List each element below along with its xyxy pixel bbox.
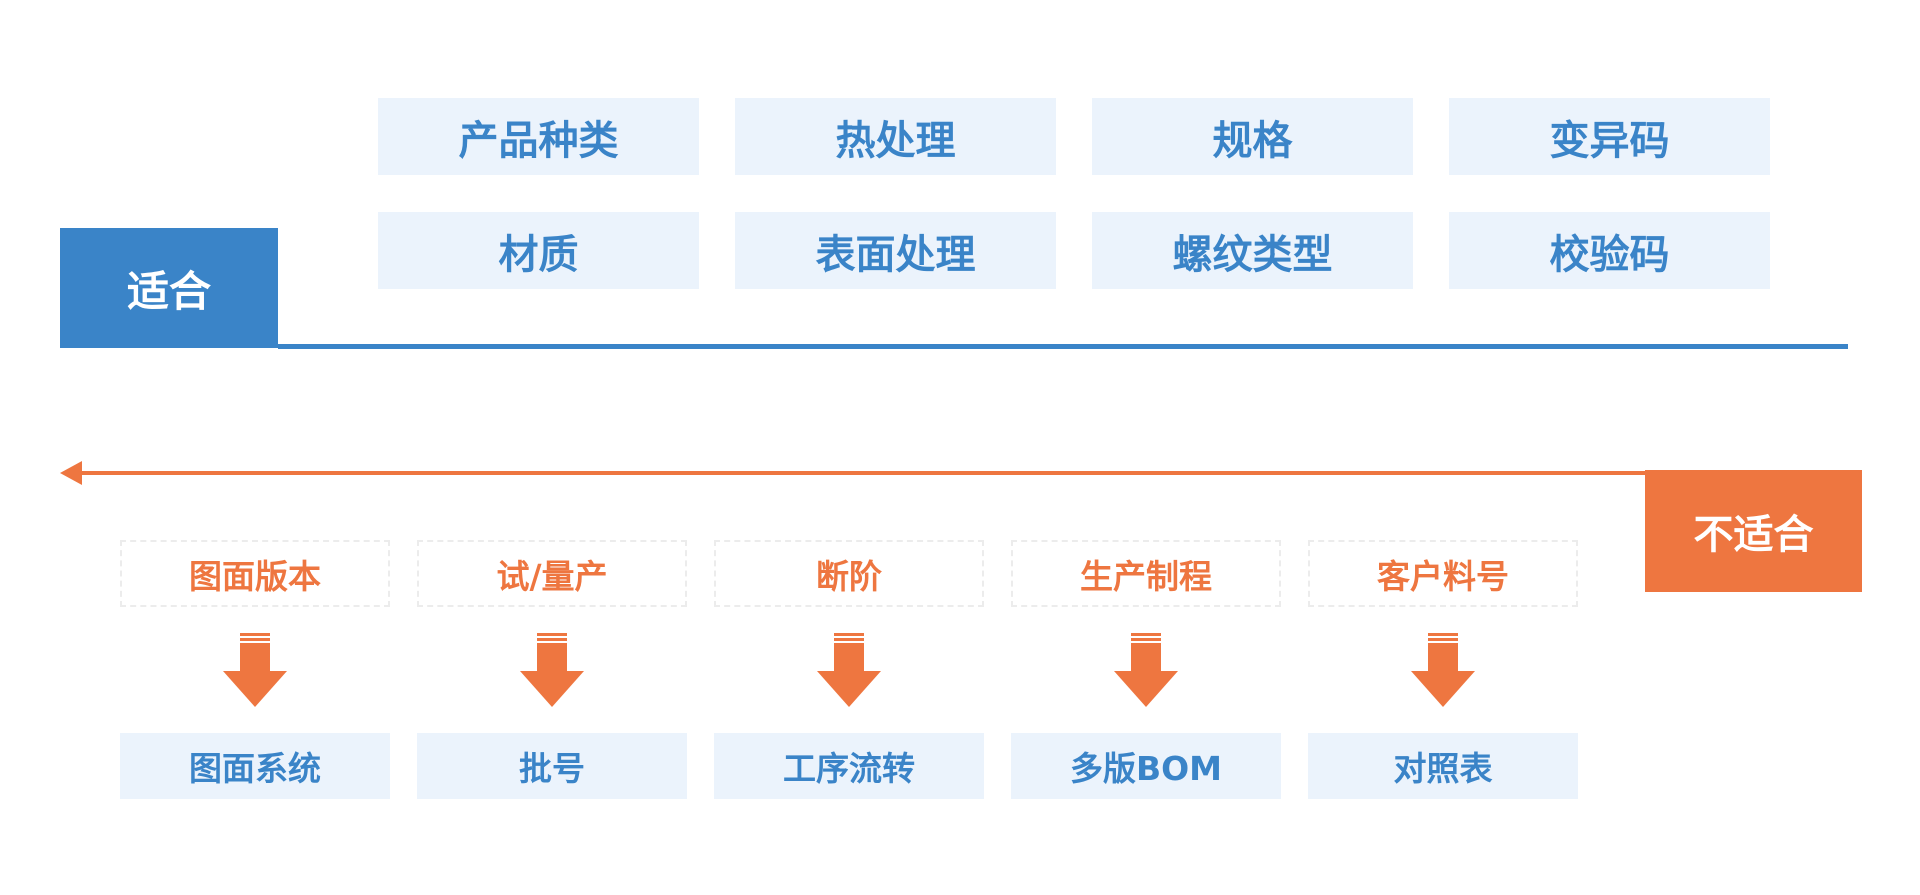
suitable-divider-line xyxy=(278,344,1848,349)
down-arrow-icon xyxy=(520,633,584,707)
down-arrow-icon xyxy=(223,633,287,707)
solution-mapping-table: 对照表 xyxy=(1308,733,1578,799)
suitable-item-thread-type: 螺纹类型 xyxy=(1092,212,1413,289)
suitable-item-product-type: 产品种类 xyxy=(378,98,699,175)
solution-multi-version-bom: 多版BOM xyxy=(1011,733,1281,799)
issue-break-step: 断阶 xyxy=(714,540,984,607)
down-arrow-icon xyxy=(1411,633,1475,707)
unsuitable-arrow-line xyxy=(80,471,1650,475)
suitable-item-heat-treatment: 热处理 xyxy=(735,98,1056,175)
suitable-item-variant-code: 变异码 xyxy=(1449,98,1770,175)
down-arrow-icon xyxy=(1114,633,1178,707)
solution-batch-number: 批号 xyxy=(417,733,687,799)
issue-customer-part-number: 客户料号 xyxy=(1308,540,1578,607)
solution-drawing-system: 图面系统 xyxy=(120,733,390,799)
issue-production-process: 生产制程 xyxy=(1011,540,1281,607)
suitable-item-check-code: 校验码 xyxy=(1449,212,1770,289)
issue-trial-mass-production: 试/量产 xyxy=(417,540,687,607)
down-arrow-icon xyxy=(817,633,881,707)
suitable-label: 适合 xyxy=(60,228,278,348)
suitable-item-surface-treatment: 表面处理 xyxy=(735,212,1056,289)
suitable-item-specification: 规格 xyxy=(1092,98,1413,175)
unsuitable-label: 不适合 xyxy=(1645,470,1862,592)
solution-process-flow: 工序流转 xyxy=(714,733,984,799)
suitable-item-material: 材质 xyxy=(378,212,699,289)
issue-drawing-version: 图面版本 xyxy=(120,540,390,607)
left-arrowhead-icon xyxy=(60,461,82,485)
